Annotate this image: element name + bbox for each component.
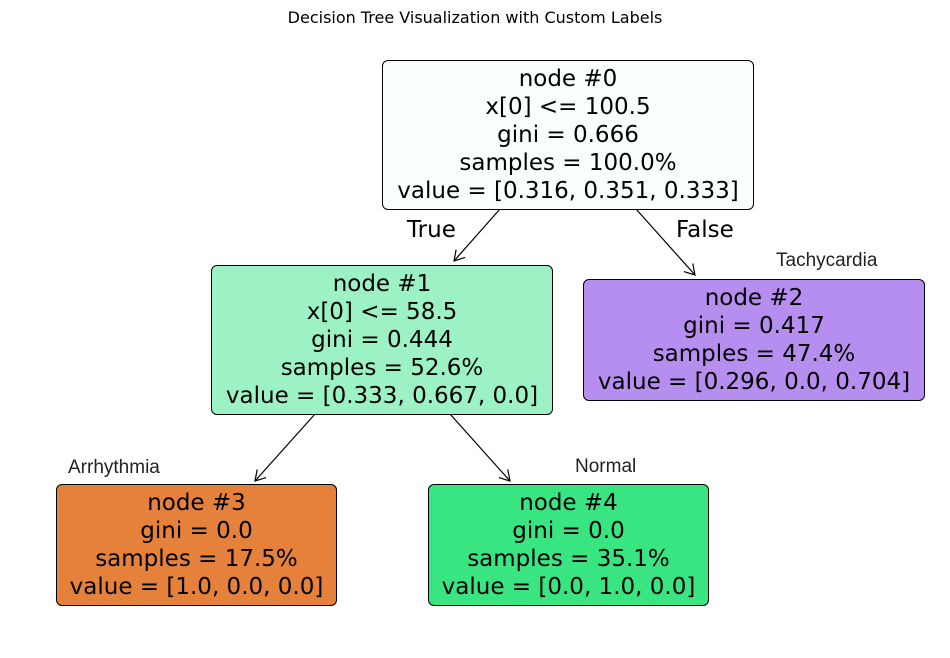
- node-split: x[0] <= 58.5: [306, 299, 458, 325]
- node-samples: samples = 17.5%: [95, 546, 298, 572]
- node-value: value = [0.0, 1.0, 0.0]: [441, 574, 696, 600]
- tree-node-4: node #4 gini = 0.0 samples = 35.1% value…: [428, 484, 709, 606]
- tree-node-0: node #0 x[0] <= 100.5 gini = 0.666 sampl…: [382, 60, 754, 210]
- branch-label-true: True: [407, 217, 456, 243]
- node-value: value = [1.0, 0.0, 0.0]: [69, 574, 324, 600]
- node-id: node #3: [147, 490, 246, 516]
- node-value: value = [0.333, 0.667, 0.0]: [225, 383, 539, 409]
- tree-node-1: node #1 x[0] <= 58.5 gini = 0.444 sample…: [211, 265, 553, 415]
- node-samples: samples = 52.6%: [280, 355, 484, 381]
- edge-node0-node1: [453, 208, 501, 262]
- node-samples: samples = 47.4%: [652, 341, 856, 367]
- node-value: value = [0.296, 0.0, 0.704]: [597, 369, 911, 395]
- node-gini: gini = 0.666: [497, 122, 639, 148]
- node-gini: gini = 0.417: [683, 313, 825, 339]
- node-samples: samples = 100.0%: [459, 150, 677, 176]
- edge-node1-node4: [449, 413, 511, 482]
- node-value: value = [0.316, 0.351, 0.333]: [397, 178, 739, 204]
- class-label-arrhythmia: Arrhythmia: [68, 457, 160, 478]
- node-gini: gini = 0.444: [311, 327, 453, 353]
- node-id: node #2: [704, 285, 804, 311]
- tree-node-3: node #3 gini = 0.0 samples = 17.5% value…: [56, 484, 337, 606]
- node-id: node #0: [518, 66, 618, 92]
- node-split: x[0] <= 100.5: [485, 94, 651, 120]
- class-label-normal: Normal: [575, 456, 637, 477]
- node-id: node #4: [519, 490, 618, 516]
- class-label-tachycardia: Tachycardia: [776, 250, 878, 271]
- node-samples: samples = 35.1%: [467, 546, 670, 572]
- tree-node-2: node #2 gini = 0.417 samples = 47.4% val…: [583, 279, 925, 401]
- diagram-title: Decision Tree Visualization with Custom …: [287, 8, 663, 27]
- edge-node1-node3: [254, 413, 316, 482]
- node-gini: gini = 0.0: [140, 518, 253, 544]
- branch-label-false: False: [676, 217, 734, 243]
- edge-node0-node2: [635, 208, 696, 276]
- node-gini: gini = 0.0: [512, 518, 625, 544]
- node-id: node #1: [332, 271, 432, 297]
